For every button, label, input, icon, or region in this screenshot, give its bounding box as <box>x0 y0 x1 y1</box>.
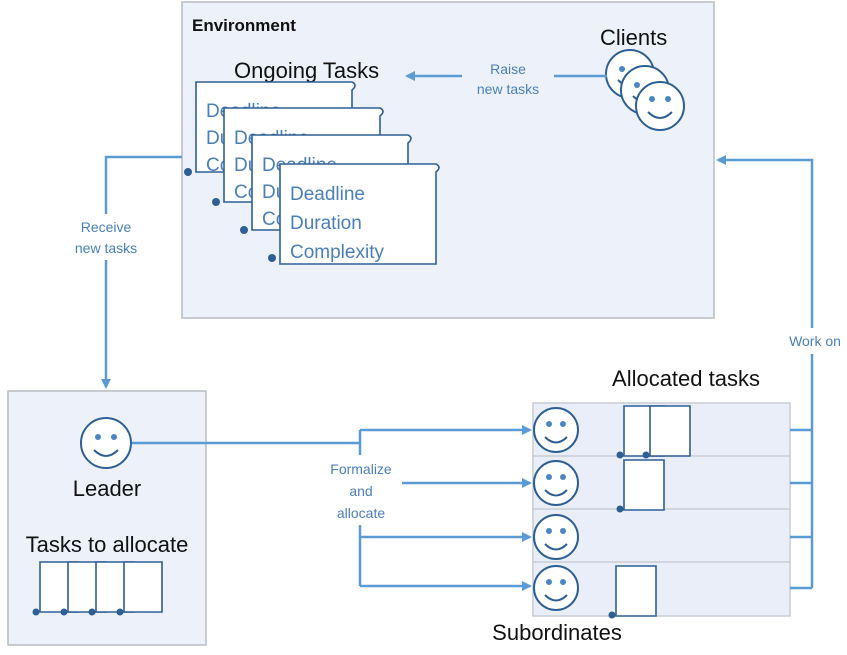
task-card: Deadline Duration Complexity <box>268 163 440 265</box>
subordinates-label: Subordinates <box>492 620 622 645</box>
allocated-tasks-title: Allocated tasks <box>612 366 760 391</box>
allocated-task-icons-row2 <box>616 459 665 513</box>
subordinate-icon-4 <box>533 565 579 611</box>
leader-label: Leader <box>73 476 142 501</box>
work-on-arrow <box>716 155 814 588</box>
work-on-label-bg <box>778 328 846 354</box>
formalize-label-bg <box>318 455 402 525</box>
formalize-label-line3: allocate <box>337 505 385 521</box>
card-field-complexity: Complexity <box>290 242 384 263</box>
raise-label-line2: new tasks <box>477 81 539 97</box>
tasks-to-allocate-label: Tasks to allocate <box>26 532 189 557</box>
allocated-task-icons-row1 <box>616 405 691 459</box>
ongoing-task-stack: Deadline Duration Complexity Deadline Du… <box>184 81 440 265</box>
receive-label-bg <box>64 214 150 260</box>
raise-label-bg <box>462 58 554 100</box>
raise-label-line1: Raise <box>490 61 526 77</box>
receive-label-line1: Receive <box>81 219 132 235</box>
ongoing-tasks-title: Ongoing Tasks <box>234 58 379 83</box>
card-field-duration: Duration <box>290 213 362 234</box>
formalize-label-line2: and <box>349 483 372 499</box>
formalize-label-line1: Formalize <box>330 461 392 477</box>
pending-task-stack <box>32 561 163 616</box>
environment-title: Environment <box>192 16 296 35</box>
client-icon-3 <box>635 81 685 131</box>
allocated-task-icons-row4 <box>608 565 657 619</box>
card-field-deadline: Deadline <box>290 184 365 205</box>
leader-icon <box>80 417 132 469</box>
subordinate-icon-3 <box>533 514 579 560</box>
clients-label: Clients <box>600 25 667 50</box>
receive-tasks-arrow <box>101 155 182 389</box>
subordinate-icon-1 <box>533 407 579 453</box>
work-on-label: Work on <box>789 333 841 349</box>
receive-label-line2: new tasks <box>75 240 137 256</box>
subordinate-icon-2 <box>533 460 579 506</box>
